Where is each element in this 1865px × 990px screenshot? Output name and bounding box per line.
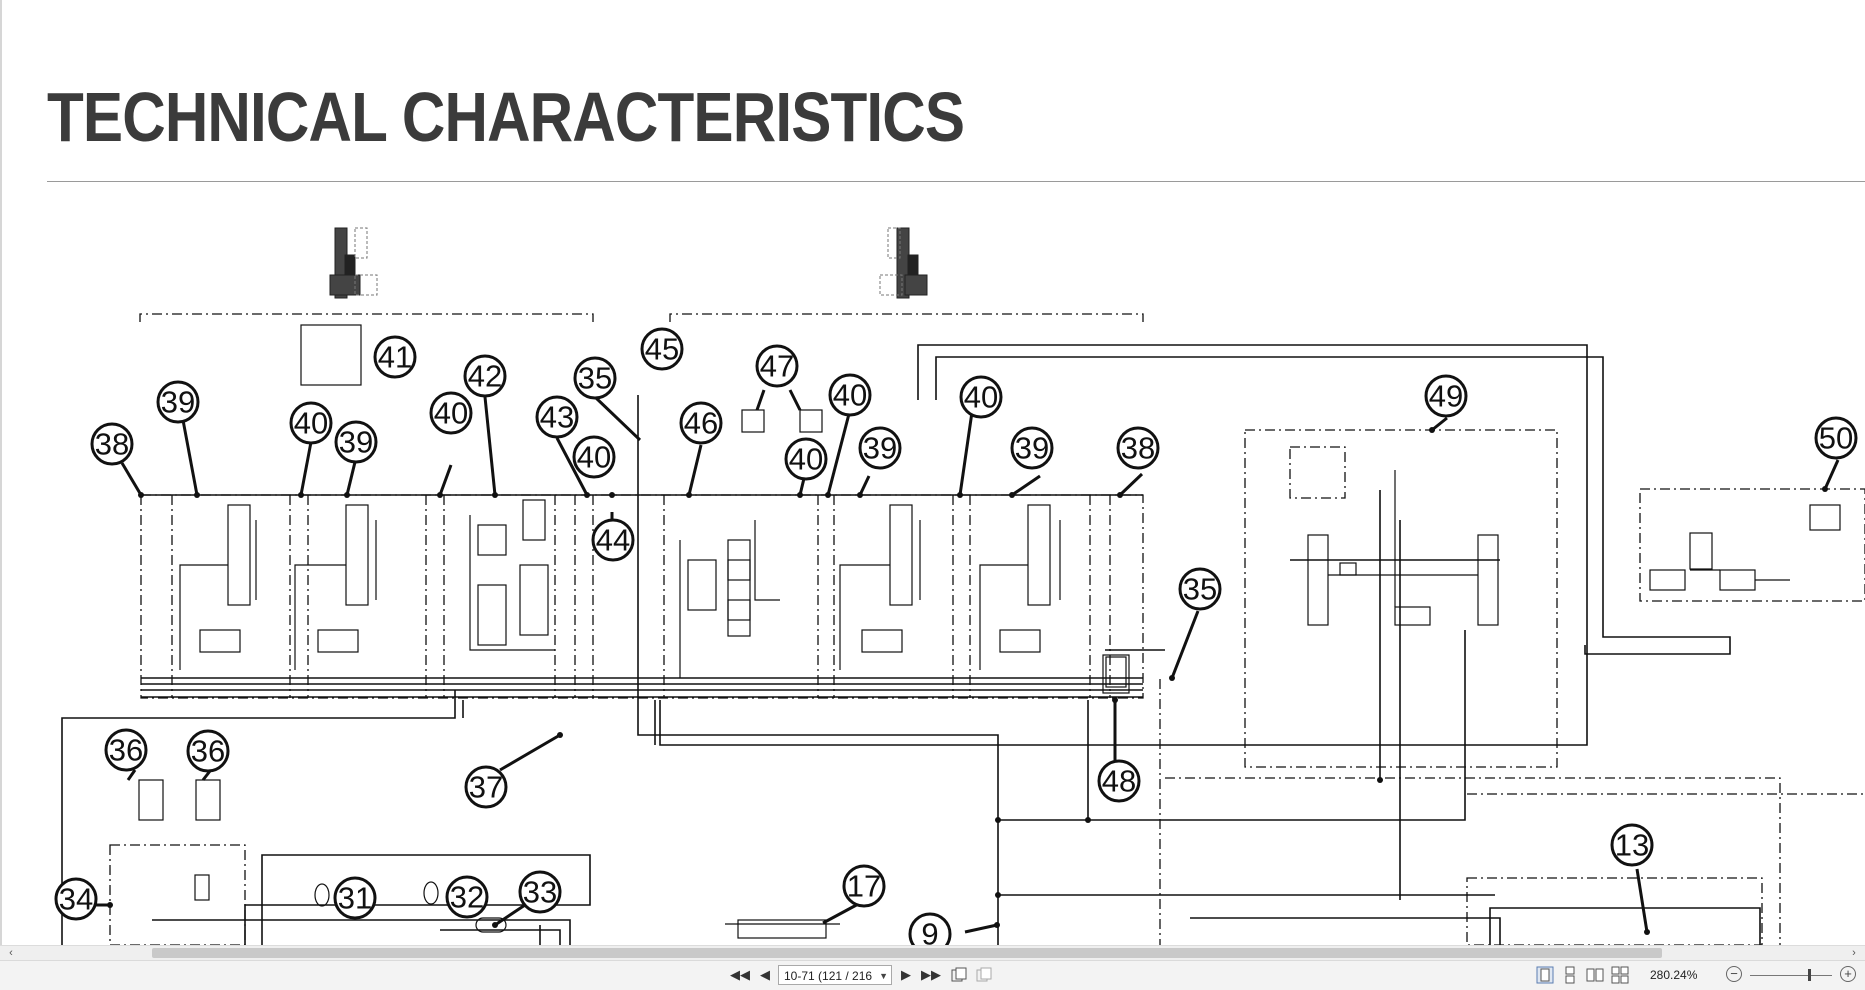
callout-36: 36 bbox=[104, 728, 148, 772]
paste-page-icon[interactable] bbox=[975, 966, 993, 984]
zoom-out-icon[interactable]: − bbox=[1726, 966, 1742, 982]
svg-text:40: 40 bbox=[434, 396, 468, 431]
svg-text:40: 40 bbox=[577, 440, 611, 475]
svg-text:34: 34 bbox=[59, 882, 93, 917]
first-page-icon[interactable]: ◀◀ bbox=[730, 967, 750, 982]
svg-text:31: 31 bbox=[338, 881, 372, 916]
title-divider bbox=[47, 181, 1865, 182]
svg-text:46: 46 bbox=[684, 406, 718, 441]
callout-40-c: 40 bbox=[572, 435, 616, 479]
svg-text:40: 40 bbox=[833, 378, 867, 413]
callout-40-b: 40 bbox=[429, 391, 473, 435]
callout-46: 46 bbox=[679, 401, 723, 445]
svg-text:32: 32 bbox=[450, 880, 484, 915]
chevron-down-icon[interactable]: ▼ bbox=[879, 971, 888, 981]
svg-text:36: 36 bbox=[109, 733, 143, 768]
svg-text:40: 40 bbox=[964, 380, 998, 415]
callout-49: 49 bbox=[1424, 374, 1468, 418]
facing-view-icon[interactable] bbox=[1586, 966, 1604, 984]
horizontal-scrollbar[interactable]: ‹ › bbox=[0, 945, 1865, 960]
callout-40-d: 40 bbox=[784, 437, 828, 481]
callout-35-b: 35 bbox=[1178, 567, 1222, 611]
svg-text:35: 35 bbox=[578, 361, 612, 396]
svg-text:38: 38 bbox=[1121, 431, 1155, 466]
callout-50: 50 bbox=[1814, 416, 1858, 460]
scroll-thumb[interactable] bbox=[152, 948, 1662, 958]
callout-40: 40 bbox=[289, 401, 333, 445]
svg-text:43: 43 bbox=[540, 400, 574, 435]
status-bar: ◀◀ ◀ 10-71 (121 / 216 ▼ ▶ ▶▶ 280.24% − + bbox=[0, 960, 1865, 990]
svg-text:39: 39 bbox=[161, 385, 195, 420]
svg-text:50: 50 bbox=[1819, 421, 1853, 456]
callout-31: 31 bbox=[333, 876, 377, 920]
callout-40-e: 40 bbox=[828, 373, 872, 417]
callout-39: 39 bbox=[156, 380, 200, 424]
svg-text:40: 40 bbox=[789, 442, 823, 477]
svg-text:40: 40 bbox=[294, 406, 328, 441]
previous-page-icon[interactable]: ◀ bbox=[760, 967, 770, 982]
page-title: TECHNICAL CHARACTERISTICS bbox=[47, 78, 965, 156]
svg-text:37: 37 bbox=[469, 770, 503, 805]
zoom-slider[interactable] bbox=[1750, 975, 1832, 976]
hydraulic-schematic: 38 39 40 39 40 41 42 43 40 35 44 45 46 4… bbox=[54, 227, 1865, 946]
callout-17: 17 bbox=[842, 864, 886, 908]
callout-39-d: 39 bbox=[1010, 426, 1054, 470]
single-page-view-icon[interactable] bbox=[1536, 966, 1554, 984]
continuous-view-icon[interactable] bbox=[1561, 966, 1579, 984]
svg-text:39: 39 bbox=[1015, 431, 1049, 466]
callout-39-c: 39 bbox=[858, 426, 902, 470]
svg-text:17: 17 bbox=[847, 869, 881, 904]
page-number-value: 10-71 (121 / 216 bbox=[784, 969, 873, 983]
svg-text:45: 45 bbox=[645, 332, 679, 367]
svg-text:35: 35 bbox=[1183, 572, 1217, 607]
callout-34: 34 bbox=[54, 877, 98, 921]
svg-text:41: 41 bbox=[378, 340, 412, 375]
scroll-left-icon[interactable]: ‹ bbox=[9, 947, 13, 959]
zoom-level[interactable]: 280.24% bbox=[1650, 968, 1698, 982]
svg-text:44: 44 bbox=[596, 523, 630, 558]
zoom-in-icon[interactable]: + bbox=[1840, 966, 1856, 982]
callout-45: 45 bbox=[640, 327, 684, 371]
svg-text:33: 33 bbox=[523, 875, 557, 910]
copy-page-icon[interactable] bbox=[950, 966, 968, 984]
viewer-left-edge bbox=[0, 0, 2, 945]
callout-47: 47 bbox=[755, 344, 799, 388]
callout-40-f: 40 bbox=[959, 375, 1003, 419]
callout-38: 38 bbox=[90, 422, 134, 466]
zoom-slider-thumb[interactable] bbox=[1808, 969, 1811, 981]
callout-13: 13 bbox=[1610, 823, 1654, 867]
continuous-facing-view-icon[interactable] bbox=[1611, 966, 1629, 984]
document-viewer[interactable]: TECHNICAL CHARACTERISTICS bbox=[0, 0, 1865, 945]
callout-48: 48 bbox=[1097, 759, 1141, 803]
page-number-field[interactable]: 10-71 (121 / 216 ▼ bbox=[778, 965, 892, 985]
callout-35: 35 bbox=[573, 356, 617, 400]
callout-33: 33 bbox=[518, 870, 562, 914]
svg-text:39: 39 bbox=[339, 425, 373, 460]
svg-text:39: 39 bbox=[863, 431, 897, 466]
callout-43: 43 bbox=[535, 395, 579, 439]
svg-text:36: 36 bbox=[191, 734, 225, 769]
svg-text:42: 42 bbox=[468, 359, 502, 394]
last-page-icon[interactable]: ▶▶ bbox=[921, 967, 941, 982]
scroll-right-icon[interactable]: › bbox=[1852, 947, 1856, 959]
callout-9: 9 bbox=[908, 912, 952, 946]
svg-text:9: 9 bbox=[921, 917, 938, 946]
callout-41: 41 bbox=[373, 335, 417, 379]
svg-text:49: 49 bbox=[1429, 379, 1463, 414]
callout-36-b: 36 bbox=[186, 729, 230, 773]
svg-text:48: 48 bbox=[1102, 764, 1136, 799]
callout-42: 42 bbox=[463, 354, 507, 398]
callout-37: 37 bbox=[464, 765, 508, 809]
callout-32: 32 bbox=[445, 875, 489, 919]
document-page: TECHNICAL CHARACTERISTICS bbox=[2, 0, 1865, 945]
callout-38-b: 38 bbox=[1116, 426, 1160, 470]
svg-text:13: 13 bbox=[1615, 828, 1649, 863]
callout-44: 44 bbox=[591, 518, 635, 562]
svg-text:38: 38 bbox=[95, 427, 129, 462]
svg-text:47: 47 bbox=[760, 349, 794, 384]
callout-39-b: 39 bbox=[334, 420, 378, 464]
next-page-icon[interactable]: ▶ bbox=[901, 967, 911, 982]
